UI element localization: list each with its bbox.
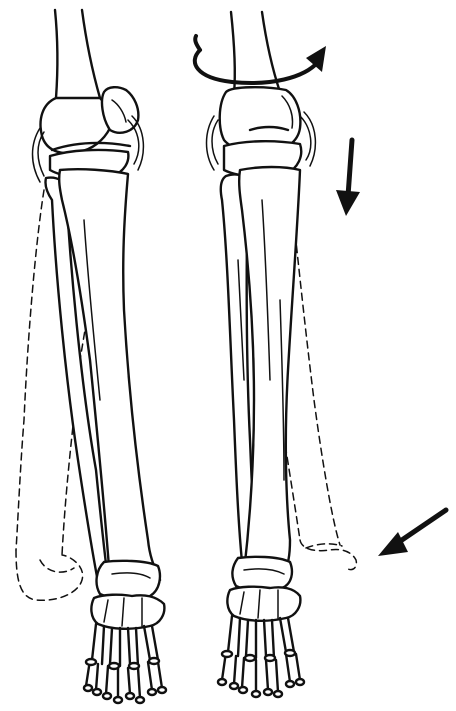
downward-arrow bbox=[336, 140, 360, 216]
left-knee bbox=[33, 87, 144, 182]
left-femur bbox=[55, 10, 100, 98]
left-ankle bbox=[91, 561, 164, 629]
left-leg bbox=[16, 10, 166, 703]
right-leg bbox=[207, 12, 357, 697]
diagonal-arrow bbox=[378, 510, 446, 556]
right-ankle bbox=[227, 557, 300, 621]
left-toes bbox=[84, 624, 166, 703]
right-toes bbox=[218, 616, 304, 697]
curved-rotation-arrow bbox=[195, 36, 326, 83]
right-knee bbox=[207, 87, 316, 176]
